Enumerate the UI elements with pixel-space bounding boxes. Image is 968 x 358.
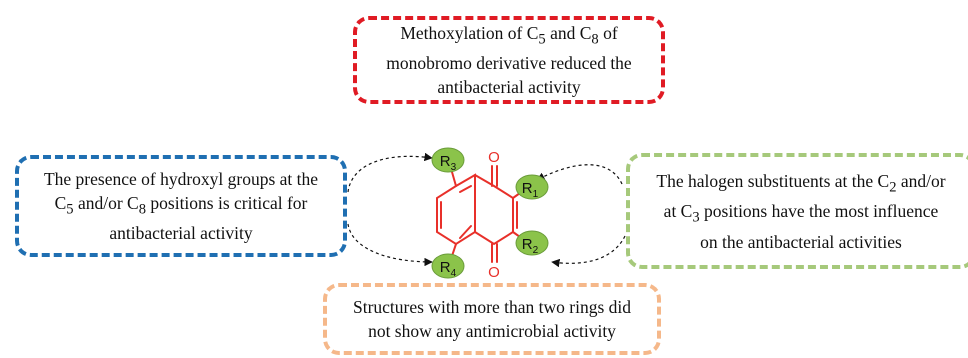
halogen-note-text: The halogen substituents at the C2 and/o… xyxy=(656,170,946,252)
arrow-to-r1 xyxy=(536,164,623,185)
ring-count-note-box: Structures with more than two rings did … xyxy=(323,283,661,355)
svg-text:R1: R1 xyxy=(522,180,539,200)
hydroxyl-note-box: The presence of hydroxyl groups at the C… xyxy=(15,155,347,257)
arrow-to-r2 xyxy=(551,235,626,268)
substituent-r3: R3 xyxy=(431,147,465,173)
substituent-r2: R2 xyxy=(515,230,549,256)
svg-text:R2: R2 xyxy=(522,236,539,256)
ring-count-note-text: Structures with more than two rings did … xyxy=(352,297,632,341)
methoxylation-note-box: Methoxylation of C5 and C8 of monobromo … xyxy=(353,16,665,104)
arrow-to-r4 xyxy=(347,223,433,267)
hydroxyl-note-text: The presence of hydroxyl groups at the C… xyxy=(43,168,319,244)
arrow-to-r3 xyxy=(347,152,433,193)
halogen-note-box: The halogen substituents at the C2 and/o… xyxy=(626,153,968,269)
svg-text:R4: R4 xyxy=(440,259,457,279)
svg-text:R3: R3 xyxy=(440,153,457,173)
methoxylation-note-text: Methoxylation of C5 and C8 of monobromo … xyxy=(386,22,632,98)
molecule-bonds xyxy=(436,165,521,263)
substituent-r1: R1 xyxy=(515,174,549,200)
substituent-r4: R4 xyxy=(431,253,465,279)
oxygen-label-top: O xyxy=(488,149,500,166)
oxygen-label-bottom: O xyxy=(488,264,500,281)
